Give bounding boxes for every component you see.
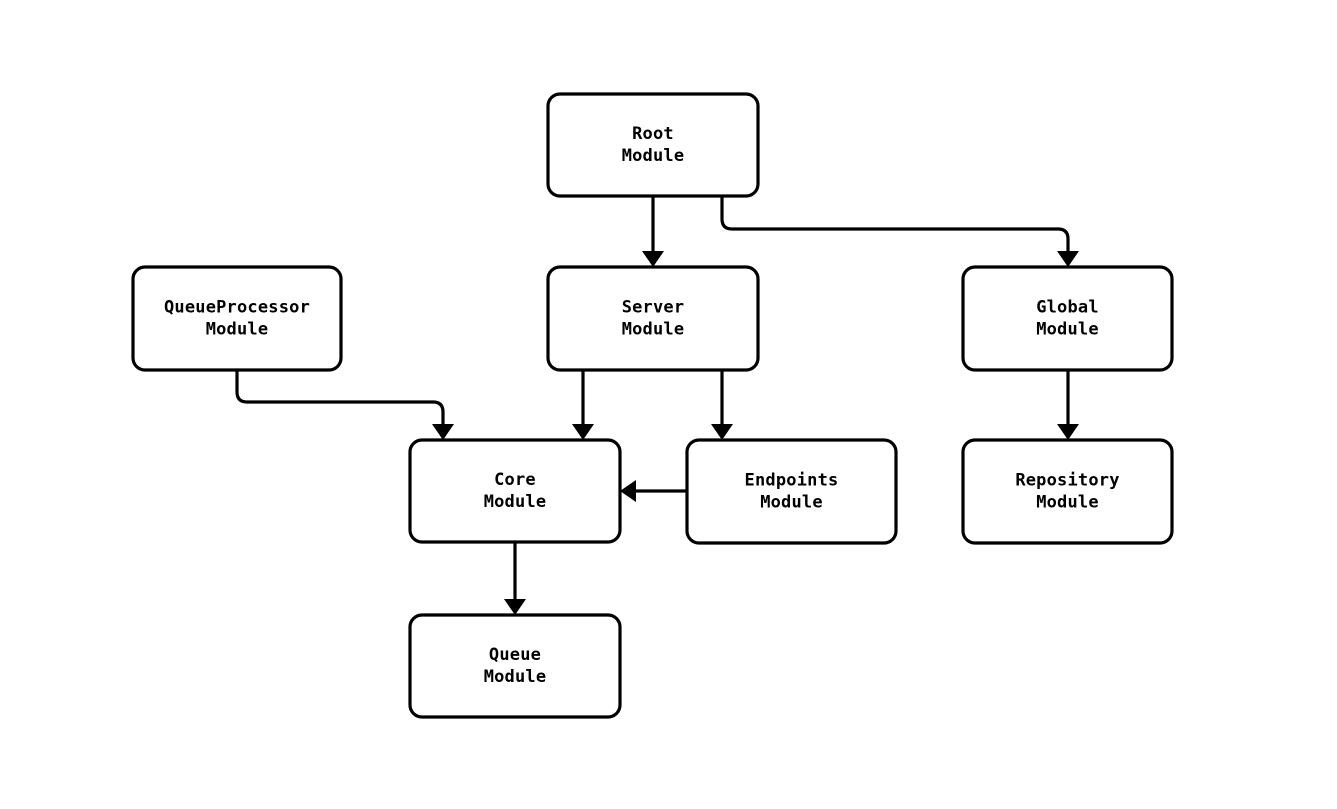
arrowhead-icon <box>572 424 594 440</box>
arrowhead-icon <box>504 599 526 615</box>
node-box[interactable] <box>546 265 760 372</box>
edge-global-to-repository <box>1057 370 1079 440</box>
arrowhead-icon <box>711 424 733 440</box>
node-label-line2: Module <box>1036 493 1099 513</box>
edge-line <box>720 196 1070 252</box>
arrowhead-icon <box>642 251 664 267</box>
node-label-line1: Repository <box>1015 471 1119 491</box>
edge-root-to-global <box>720 196 1079 267</box>
node-label-line1: Root <box>632 124 674 144</box>
node-label-line1: QueueProcessor <box>164 298 310 318</box>
node-box[interactable] <box>408 613 622 719</box>
edge-queueprocessor-to-core <box>235 370 454 440</box>
edge-server-to-core <box>572 370 594 440</box>
node-label-line2: Module <box>484 492 547 512</box>
edge-line <box>235 370 445 425</box>
arrowhead-icon <box>432 424 454 440</box>
node-label-line1: Endpoints <box>745 471 839 491</box>
node-label-line2: Module <box>622 320 685 340</box>
node-box[interactable] <box>546 92 760 198</box>
arrowhead-icon <box>1057 251 1079 267</box>
node-label-line2: Module <box>1036 320 1099 340</box>
edges-layer <box>235 196 1079 615</box>
arrowhead-icon <box>620 480 636 502</box>
arrowhead-icon <box>1057 424 1079 440</box>
node-label-line1: Server <box>622 298 685 318</box>
edge-core-to-queue <box>504 542 526 615</box>
node-box[interactable] <box>408 438 622 544</box>
edge-endpoints-to-core <box>620 480 687 502</box>
node-label-line1: Core <box>494 470 536 490</box>
node-box[interactable] <box>685 438 898 545</box>
node-label-line2: Module <box>760 493 823 513</box>
node-label-line2: Module <box>484 667 547 687</box>
node-box[interactable] <box>961 265 1174 372</box>
edge-server-to-endpoints <box>711 370 733 440</box>
node-label-line2: Module <box>622 146 685 166</box>
node-box[interactable] <box>131 265 343 372</box>
edge-root-to-server <box>642 196 664 267</box>
node-label-line2: Module <box>206 320 269 340</box>
node-label-line1: Global <box>1036 298 1099 318</box>
node-label-line1: Queue <box>489 645 541 665</box>
node-box[interactable] <box>961 438 1174 545</box>
